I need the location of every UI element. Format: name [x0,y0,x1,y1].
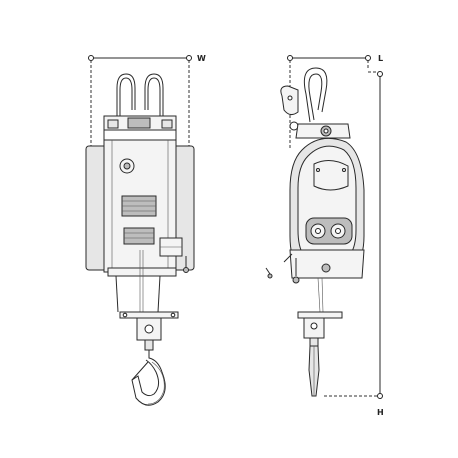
side-top-hook [303,67,328,123]
side-limit-switch-knob [292,276,300,284]
width-label: W [197,54,206,63]
side-pendant-stop [267,273,273,279]
front-view: W [85,54,206,406]
front-hook [131,350,166,406]
front-limit-switch-knob [183,267,189,273]
front-guide-plate [119,311,179,319]
front-handle-left [116,73,136,118]
front-drum-lower [123,227,155,245]
side-guide-plate [297,311,343,319]
length-label: L [378,54,383,63]
height-dimension: H [324,71,384,417]
side-label-plate [313,160,349,191]
front-base-plate [107,267,177,277]
front-hook-latch [131,361,149,381]
side-view: L H [265,54,384,417]
height-label: H [377,408,384,417]
front-handle-right [144,73,164,118]
